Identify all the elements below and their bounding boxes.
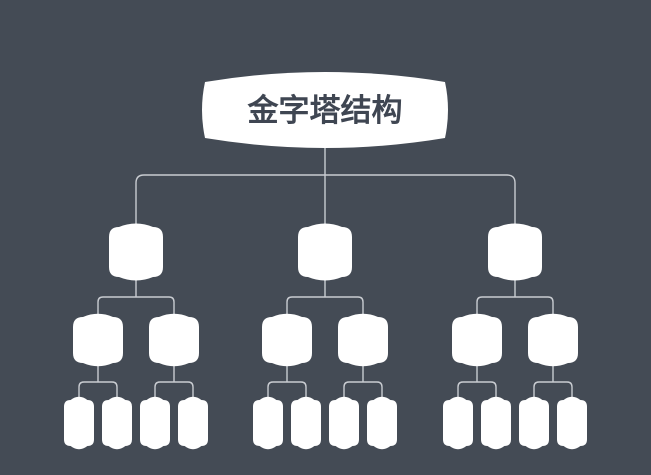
level4-node-2-1-2 (291, 396, 321, 450)
level3-node-3-1 (452, 313, 502, 367)
root-title: 金字塔结构 (247, 93, 403, 129)
level4-node-1-2-1 (140, 396, 170, 450)
level2-node-2 (298, 223, 352, 281)
level4-node-3-1-2 (481, 396, 511, 450)
level2-node-1 (109, 223, 163, 281)
level3-node-2-2 (338, 313, 388, 367)
level4-node-2-1-1 (253, 396, 283, 450)
level4-node-1-2-2 (178, 396, 208, 450)
level3-node-1-2 (149, 313, 199, 367)
level4-node-3-2-1 (519, 396, 549, 450)
level4-node-2-2-2 (367, 396, 397, 450)
root-node (202, 72, 448, 148)
level4-node-3-1-1 (443, 396, 473, 450)
node-layer: 金字塔结构 (64, 72, 587, 450)
level3-connector-2-2-bar (343, 381, 383, 398)
level3-connector-3-2-bar (533, 381, 573, 398)
level3-connector-1-2-bar (154, 381, 194, 398)
level4-node-2-2-1 (329, 396, 359, 450)
level2-node-3 (488, 223, 542, 281)
level2-connector-2-bar (286, 296, 364, 315)
level3-connector-1-1-bar (78, 381, 118, 398)
level3-connector-2-1-bar (267, 381, 307, 398)
level4-node-1-1-1 (64, 396, 94, 450)
level2-connector-3-bar (476, 296, 554, 315)
level3-node-2-1 (262, 313, 312, 367)
level3-node-3-2 (528, 313, 578, 367)
level4-node-1-1-2 (102, 396, 132, 450)
level4-node-3-2-2 (557, 396, 587, 450)
level2-connector-1-bar (97, 296, 175, 315)
level3-connector-3-1-bar (457, 381, 497, 398)
level3-node-1-1 (73, 313, 123, 367)
